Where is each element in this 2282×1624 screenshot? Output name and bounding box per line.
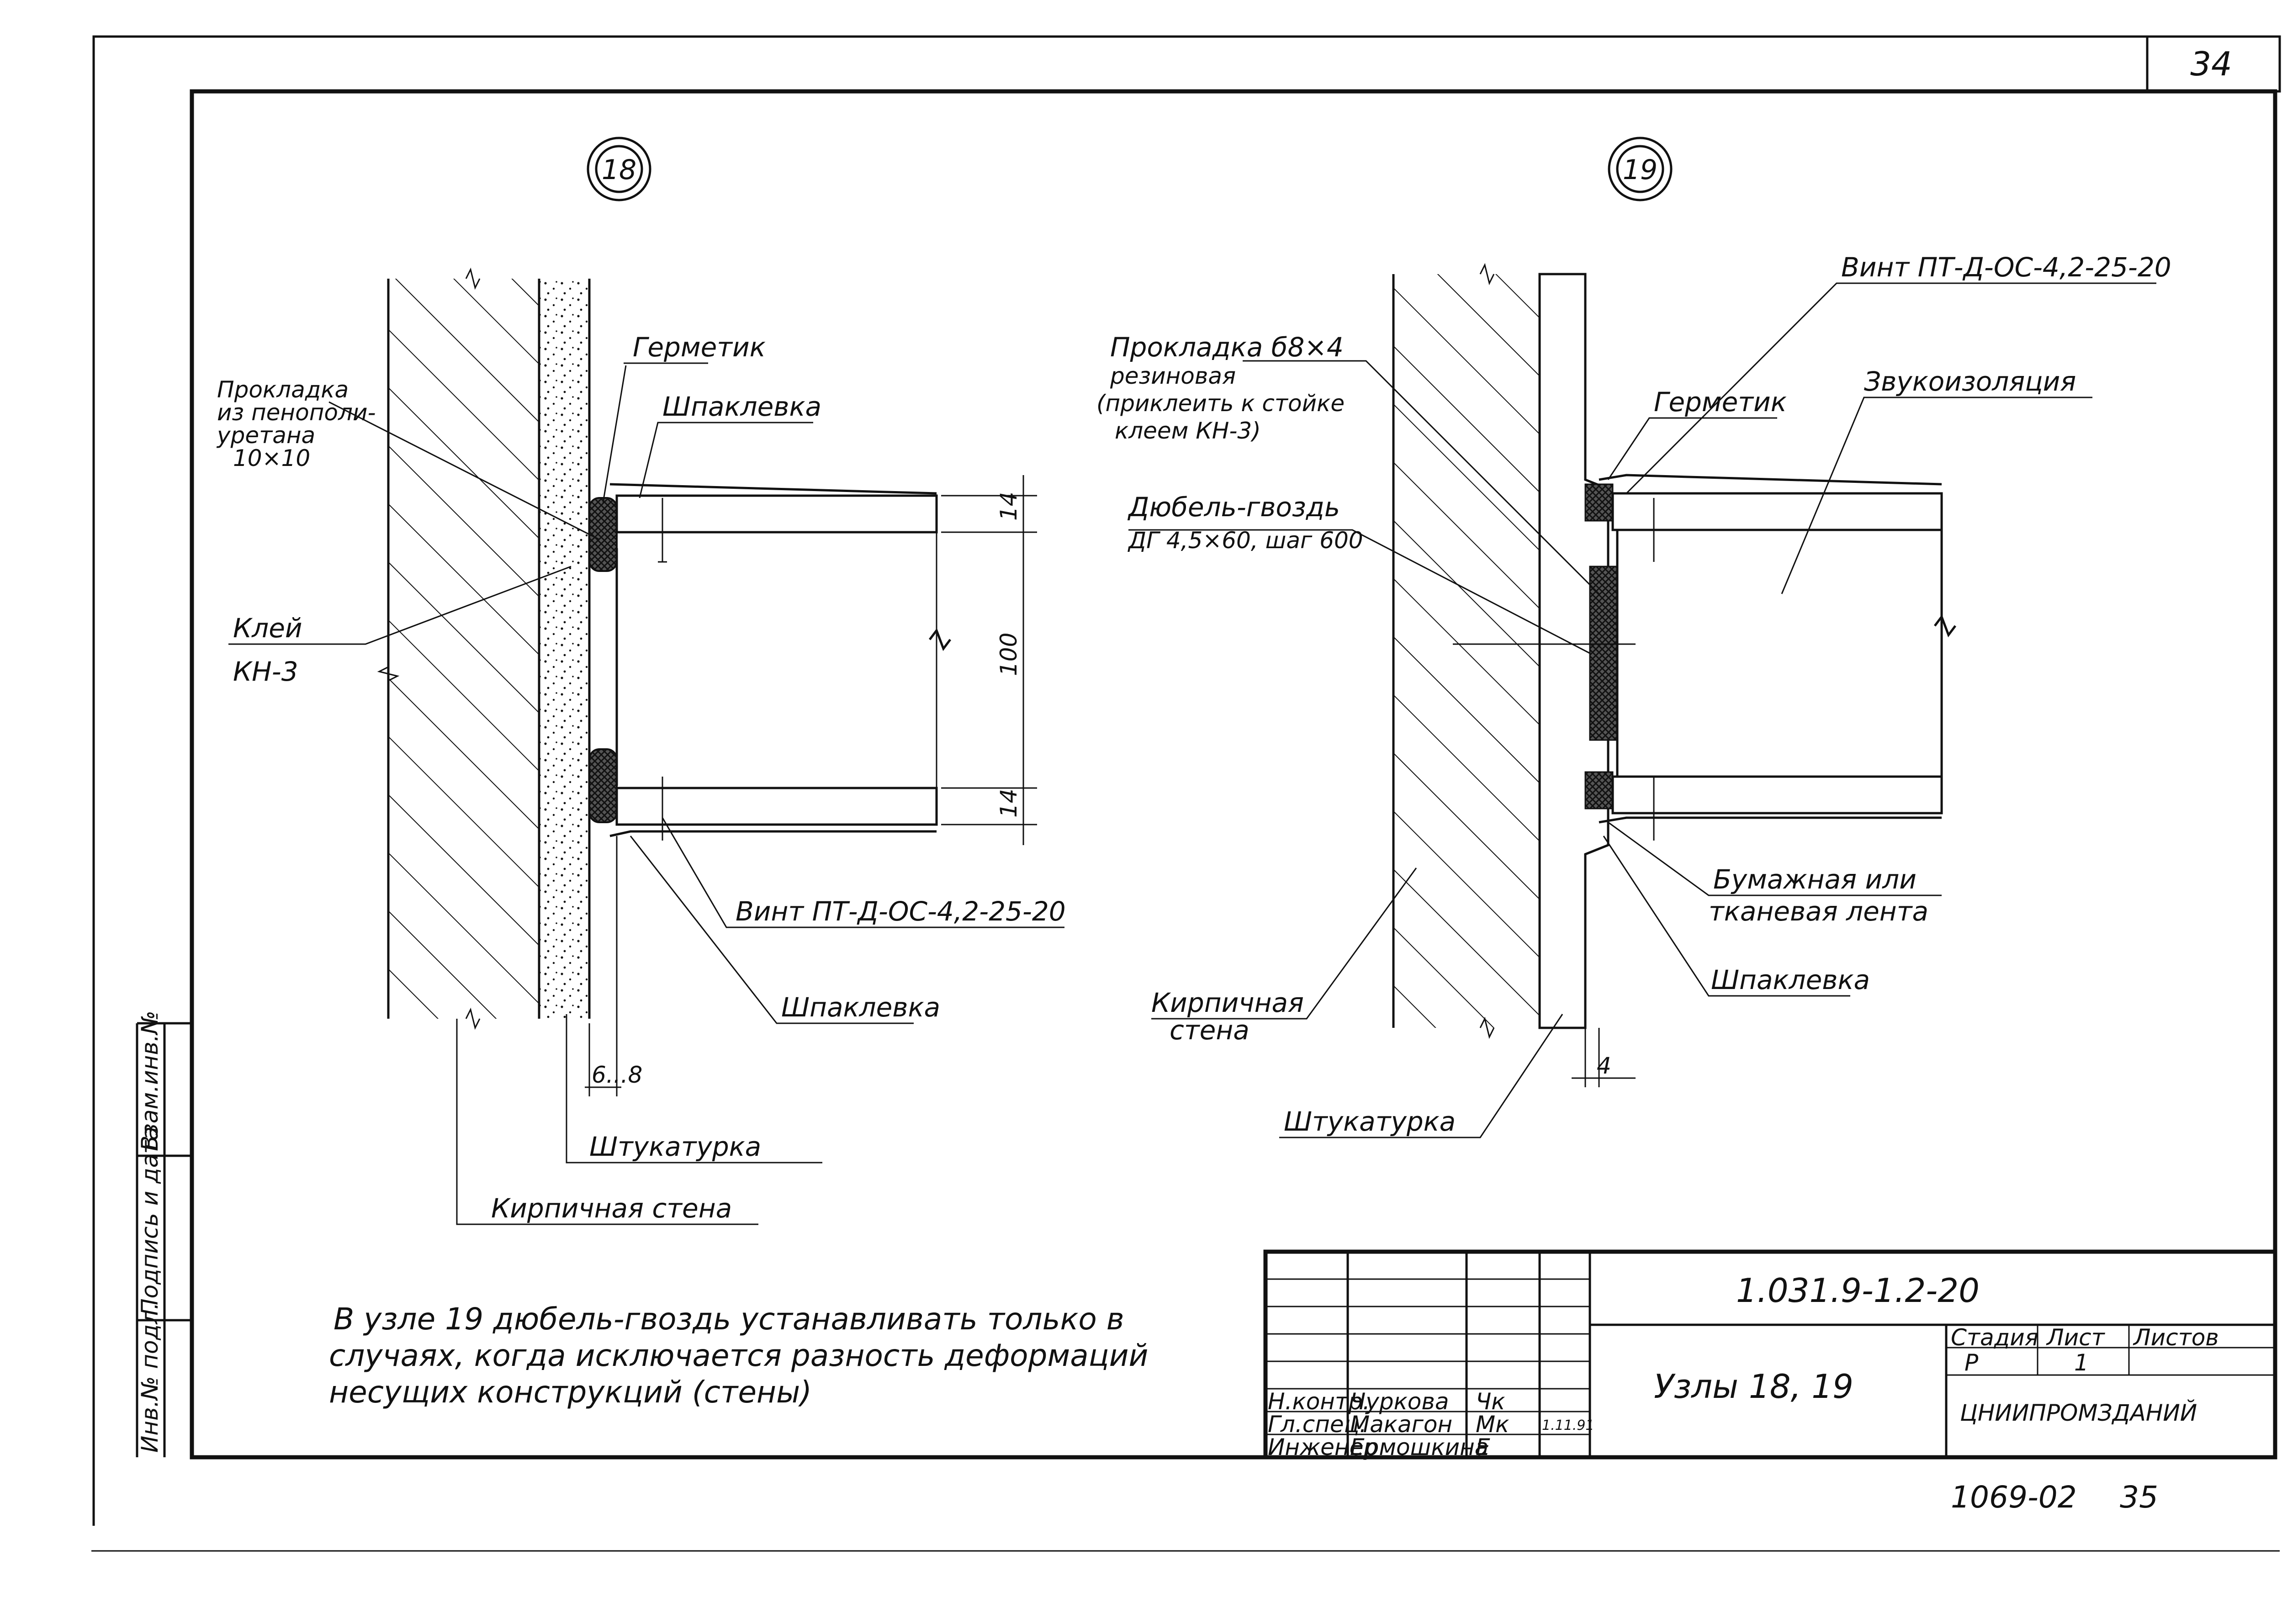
node-19-plaster	[1538, 273, 1610, 1029]
node-19-marker: 19	[1608, 137, 1673, 201]
node-19-leaders	[1128, 282, 2156, 1138]
node-19-brick-label-1: Кирпичная	[1151, 987, 1304, 1018]
node-18-gasket-label-2: из пенополи-	[217, 399, 376, 426]
page-number-box	[2146, 35, 2281, 93]
node-18-sealant-label: Герметик	[633, 332, 766, 363]
stamp-inventory: Инв.№ подл.	[137, 1302, 163, 1453]
node-19-gasket-label-2: резиновая	[1110, 363, 1236, 389]
node-19-soundproof-label: Звукоизоляция	[1864, 366, 2076, 397]
node-18-dim-14-bottom: 14	[995, 788, 1022, 818]
node-18-putty-bottom-label: Шпаклевка	[781, 992, 940, 1023]
title-name: Узлы 18, 19	[1654, 1367, 1853, 1406]
tb-sign-2: Мк	[1476, 1411, 1509, 1438]
node-19-dowel-label-2: ДГ 4,5×60, шаг 600	[1128, 527, 1363, 554]
node-19-putty-label: Шпаклевка	[1711, 964, 1870, 995]
footer: 1069-02 35	[1951, 1480, 2158, 1515]
note-line-2: случаях, когда исключается разность дефо…	[329, 1338, 1148, 1373]
node-18-dimensions: 14 100 14 6...8	[585, 475, 1037, 1096]
node-19-brick-label-2: стена	[1170, 1015, 1250, 1046]
tb-header-sheets: Листов	[2133, 1324, 2219, 1351]
node-18-screw-label: Винт ПТ-Д-ОС-4,2-25-20	[736, 896, 1066, 927]
sheet-frame: 34	[91, 35, 2281, 1552]
node-18-number: 18	[602, 154, 636, 186]
node-18-glue-label-1: Клей	[233, 613, 302, 644]
node-18-brick-wall	[377, 267, 539, 1030]
node-18-leaders	[228, 362, 1064, 1225]
node-19-number: 19	[1623, 154, 1657, 186]
node-18-labels: Прокладка из пенополи- уретана 10×10 Гер…	[216, 332, 1066, 1224]
node-18-plaster	[538, 279, 591, 1019]
node-19-brick-wall	[1392, 263, 1540, 1039]
node-18-dim-100: 100	[995, 633, 1022, 676]
page-number: 34	[2190, 45, 2232, 83]
node-18-glue-label-2: КН-3	[233, 656, 298, 687]
general-note: В узле 19 дюбель-гвоздь устанавливать то…	[329, 1301, 1148, 1410]
node-19-plaster-label: Штукатурка	[1284, 1106, 1456, 1137]
node-18-marker: 18	[587, 137, 651, 201]
node-19-gasket-label-1: Прокладка б8×4	[1110, 332, 1344, 363]
node-18-gasket-label-1: Прокладка	[217, 376, 349, 403]
title-block: 1.031.9-1.2-20 Узлы 18, 19 Стадия Лист Л…	[1263, 1249, 2277, 1460]
tb-sign-3: Е	[1476, 1434, 1490, 1460]
node-18-putty-top-label: Шпаклевка	[662, 391, 821, 422]
tb-header-sheet: Лист	[2046, 1324, 2106, 1351]
node-18-gasket-label-3: уретана	[216, 422, 315, 449]
footer-page: 35	[2120, 1480, 2158, 1515]
tb-value-sheet: 1	[2074, 1349, 2089, 1376]
node-19-sealant-label: Герметик	[1654, 386, 1787, 418]
node-19-stud	[1453, 474, 1956, 841]
tb-name-1: Чуркова	[1350, 1388, 1449, 1415]
tb-sign-1: Чк	[1476, 1388, 1505, 1415]
node-19-gasket-label-4: клеем КН-3)	[1115, 418, 1261, 444]
tb-organization: ЦНИИПРОМЗДАНИЙ	[1960, 1399, 2197, 1426]
node-18-gap-dim: 6...8	[592, 1062, 642, 1088]
node-19-gasket-label-3: (приклеить к стойке	[1096, 390, 1345, 417]
tb-header-stage: Стадия	[1951, 1324, 2038, 1351]
footer-inventory: 1069-02	[1951, 1480, 2077, 1515]
tb-role-2: Гл.спец.	[1268, 1411, 1367, 1438]
node-18-brick-label: Кирпичная стена	[491, 1193, 732, 1224]
side-stamp: Инв.№ подл. Подпись и дата Взам.инв.№	[136, 1010, 192, 1457]
node-18-dim-14-top: 14	[995, 492, 1022, 521]
node-18-plaster-label: Штукатурка	[589, 1131, 761, 1162]
node-19-dim-4: 4	[1597, 1053, 1611, 1079]
node-19-dimension: 4	[1572, 1028, 1636, 1087]
tb-role-1: Н.контр.	[1268, 1388, 1370, 1415]
node-19-screw-label: Винт ПТ-Д-ОС-4,2-25-20	[1841, 252, 2171, 283]
note-line-1: В узле 19 дюбель-гвоздь устанавливать то…	[334, 1301, 1124, 1337]
node-18-profile	[609, 483, 951, 841]
node-18-gaskets	[588, 497, 618, 823]
tb-role-3: Инженер	[1268, 1434, 1378, 1460]
node-19-dowel-label-1: Дюбель-гвоздь	[1127, 492, 1340, 523]
note-line-3: несущих конструкций (стены)	[329, 1375, 812, 1410]
node-19-labels: Винт ПТ-Д-ОС-4,2-25-20 Прокладка б8×4 ре…	[1096, 252, 2171, 1137]
tb-value-stage: Р	[1964, 1349, 1979, 1376]
stamp-signature-date: Подпись и дата	[137, 1127, 163, 1316]
stamp-replacement: Взам.инв.№	[137, 1010, 163, 1151]
node-19-tape-label-2: тканевая лента	[1709, 896, 1928, 927]
tb-date-2: 1.11.91	[1542, 1418, 1594, 1434]
node-18-gasket-label-4: 10×10	[233, 445, 310, 471]
title-code: 1.031.9-1.2-20	[1736, 1271, 1980, 1310]
node-19: 19 4	[1096, 137, 2171, 1138]
tb-name-2: Макагон	[1350, 1411, 1452, 1438]
node-19-tape-label-1: Бумажная или	[1713, 864, 1917, 895]
node-18: 18	[216, 137, 1066, 1225]
tb-name-3: Ермошкина	[1350, 1434, 1488, 1460]
